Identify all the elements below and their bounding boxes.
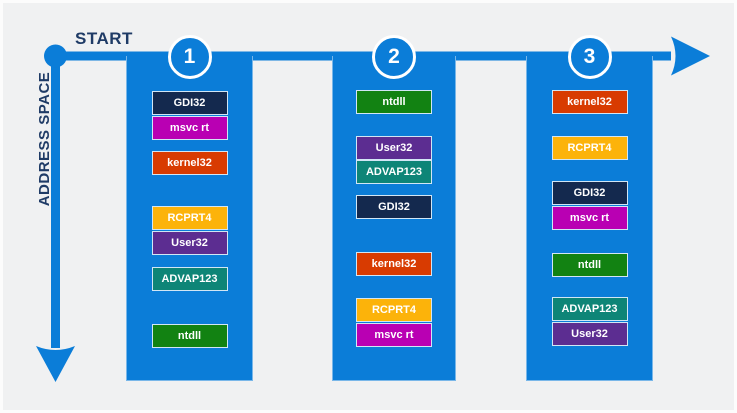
dll-block-label: kernel32 xyxy=(567,96,612,108)
dll-block-label: ntdll xyxy=(382,96,406,108)
dll-block-label: ADVAP123 xyxy=(561,303,618,315)
address-space-bar xyxy=(51,56,60,348)
dll-block-kernel32: kernel32 xyxy=(356,252,432,276)
dll-block-label: ntdll xyxy=(177,330,202,342)
dll-block-gdi32: GDI32 xyxy=(151,91,228,115)
dll-block-label: RCPRT4 xyxy=(371,304,416,316)
dll-block-advap123: ADVAP123 xyxy=(356,160,432,184)
step-badge-3: 3 xyxy=(567,35,612,79)
dll-block-ntdll: ntdll xyxy=(151,324,228,348)
dll-block-rcprt4: RCPRT4 xyxy=(151,206,228,230)
step-badge-number: 3 xyxy=(583,45,596,68)
dll-block-label: GDI32 xyxy=(173,97,206,109)
axis-origin-dot xyxy=(44,44,67,68)
timeline-arrowhead-icon xyxy=(671,36,710,76)
dll-block-ntdll: ntdll xyxy=(551,253,628,277)
dll-block-advap123: ADVAP123 xyxy=(551,297,628,321)
dll-block-label: ADVAP123 xyxy=(161,273,218,285)
dll-block-msvc-rt: msvc rt xyxy=(356,323,432,347)
dll-block-rcprt4: RCPRT4 xyxy=(551,136,628,160)
dll-block-msvc-rt: msvc rt xyxy=(151,116,228,140)
address-space-axis-label: ADDRESS SPACE xyxy=(36,71,53,207)
dll-block-user32: User32 xyxy=(551,322,628,346)
step-badge-1: 1 xyxy=(167,35,212,79)
dll-block-gdi32: GDI32 xyxy=(551,181,628,205)
dll-block-label: User32 xyxy=(171,237,208,249)
dll-block-label: RCPRT4 xyxy=(567,142,612,154)
dll-block-label: msvc rt xyxy=(169,122,210,134)
dll-block-gdi32: GDI32 xyxy=(356,195,432,219)
dll-block-label: GDI32 xyxy=(378,201,410,213)
step-badge-number: 2 xyxy=(388,45,400,68)
address-space-arrowhead-icon xyxy=(36,346,75,382)
dll-block-ntdll: ntdll xyxy=(356,90,432,114)
dll-block-advap123: ADVAP123 xyxy=(151,267,228,291)
start-label: START xyxy=(75,29,133,48)
dll-block-label: msvc rt xyxy=(569,212,610,224)
step-badge-number: 1 xyxy=(183,45,196,68)
dll-block-kernel32: kernel32 xyxy=(151,151,228,175)
dll-block-label: ntdll xyxy=(577,259,602,271)
dll-block-label: RCPRT4 xyxy=(167,212,212,224)
step-badge-2: 2 xyxy=(372,35,416,79)
dll-block-label: msvc rt xyxy=(374,329,414,341)
dll-block-label: kernel32 xyxy=(167,157,212,169)
dll-block-rcprt4: RCPRT4 xyxy=(356,298,432,322)
dll-block-label: User32 xyxy=(375,142,413,154)
dll-block-kernel32: kernel32 xyxy=(551,90,628,114)
dll-block-label: User32 xyxy=(571,328,608,340)
dll-block-label: ADVAP123 xyxy=(365,166,423,178)
dll-block-label: kernel32 xyxy=(371,258,417,270)
dll-block-user32: User32 xyxy=(356,136,432,160)
dll-block-msvc-rt: msvc rt xyxy=(551,206,628,230)
dll-block-user32: User32 xyxy=(151,231,228,255)
dll-block-label: GDI32 xyxy=(573,187,606,199)
